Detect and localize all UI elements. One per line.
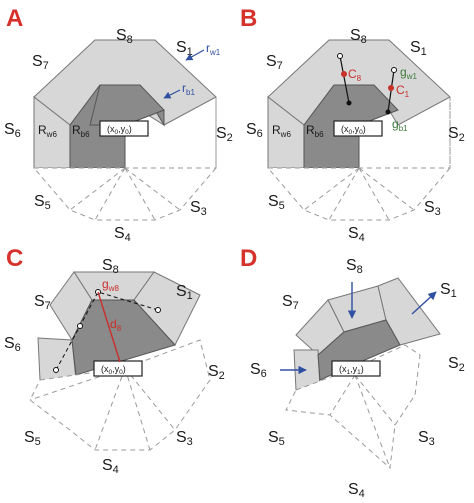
label-gb1-b: gb1: [392, 117, 408, 133]
sector-label-s6-d: S6: [250, 361, 267, 380]
outer-sector-s1-d: [377, 277, 441, 346]
sector-label-s2-d: S2: [448, 355, 465, 374]
dashed-lower-b: [266, 97, 451, 221]
path-point-1-c: [53, 367, 59, 373]
dashed-spoke-s4-left-a: [94, 167, 126, 221]
inner-ring-a: [89, 84, 165, 126]
panel-d: D (x1,y1) S8 S1 S7 S6 S2 S5 S3 S4: [240, 245, 465, 500]
sector-label-s7-b: S7: [266, 53, 283, 72]
dashed-spoke-s5-a: [69, 167, 126, 211]
center-label-d: (x1,y1): [339, 364, 364, 376]
endpoint-open-c1-b: [391, 67, 397, 73]
panel-b: B (x0,y0) S8 S1 S7 S6 S2 S5 S3 S4 Rw6 Rb…: [240, 5, 465, 244]
sector-label-s6-a: S6: [4, 121, 21, 140]
sector-label-s7-a: S7: [32, 53, 49, 72]
sector-label-s8-b: S8: [350, 27, 367, 46]
sector-label-s3-b: S3: [424, 199, 441, 218]
arrow-s1-outward-d: [411, 291, 437, 315]
sector-label-s4-d: S4: [348, 481, 365, 500]
centroid-c1-b: [388, 85, 394, 91]
label-gw1-b: gw1: [400, 65, 417, 81]
dashed-spoke-s3-a: [124, 167, 181, 211]
label-rb6-b: Rb6: [306, 123, 324, 139]
dashed-spoke-s4-left-b: [328, 167, 360, 221]
center-box-c: [93, 360, 143, 377]
panel-c: C (x0,y0) S8 S1 S7 S6 S2 S5 S3 S4 gw8 d8: [4, 245, 225, 476]
centroid-c8-b: [341, 71, 347, 77]
sector-label-s5-c: S5: [24, 429, 41, 448]
sector-label-s2-c: S2: [208, 363, 225, 382]
sector-label-s4-c: S4: [102, 457, 119, 476]
endpoint-filled-c8-b: [346, 100, 352, 106]
sector-label-s8-c: S8: [102, 257, 119, 276]
dashed-spoke-s4-left-c: [94, 367, 126, 451]
label-rb1-a: rb1: [182, 81, 195, 97]
center-label-b: (x0,y0): [341, 124, 366, 136]
sector-label-s2-b: S2: [448, 125, 465, 144]
sector-label-s7-c: S7: [34, 293, 51, 312]
panel-letter-b: B: [240, 5, 257, 32]
sector-label-s3-c: S3: [176, 429, 193, 448]
path-point-2-c: [77, 323, 83, 329]
center-box-a: [99, 120, 149, 137]
dashed-path-c: [55, 291, 159, 371]
center-label-a: (x0,y0): [107, 124, 132, 136]
arrow-rb1-a: [163, 89, 181, 99]
sector-label-s5-d: S5: [268, 429, 285, 448]
label-c1-b: C1: [396, 83, 410, 99]
center-box-d: [331, 360, 381, 377]
label-rb6-a: Rb6: [72, 123, 90, 139]
sector-label-s5-a: S5: [34, 193, 51, 212]
dashed-spoke-s4-right-b: [358, 167, 390, 221]
dashed-spoke-s3-b: [358, 167, 415, 211]
sector-label-s3-d: S3: [418, 429, 435, 448]
sector-label-s1-a: S1: [176, 39, 193, 58]
sector-label-s4-a: S4: [114, 225, 131, 244]
sector-label-s1-c: S1: [176, 283, 193, 302]
sector-label-s1-d: S1: [440, 281, 457, 300]
label-rw6-b: Rw6: [272, 123, 291, 139]
path-point-4-c: [155, 307, 161, 313]
inner-dark-region-c: [71, 299, 176, 376]
dashed-spoke-s5-b: [303, 167, 360, 211]
gradient-line-c8-b: [339, 55, 350, 104]
sector-label-s8-d: S8: [346, 257, 363, 276]
center-label-c: (x0,y0): [101, 364, 126, 376]
dashed-spoke-s5-c: [29, 367, 126, 401]
endpoint-filled-c1-b: [385, 109, 391, 115]
dashed-spoke-s3-d: [354, 374, 396, 426]
label-d8-c: d8: [110, 317, 122, 333]
endpoint-open-c8-b: [337, 53, 343, 59]
sector-label-s8-a: S8: [116, 27, 133, 46]
sector-label-s5-b: S5: [268, 193, 285, 212]
arrow-rw1-a: [185, 49, 205, 61]
dashed-spoke-s4-right-a: [124, 167, 156, 221]
dashed-spoke-s4-left-d: [329, 374, 356, 416]
dashed-spoke-s3-c: [124, 367, 176, 431]
panel-letter-c: C: [6, 245, 23, 272]
panel-a: A (x0,y0) S8 S1 S7 S6 S2 S5 S3 S4 Rw6 Rb…: [4, 5, 233, 244]
label-rw1-a: rw1: [206, 41, 221, 57]
sector-label-s6-b: S6: [246, 121, 263, 140]
dashed-spoke-s4-right-d: [354, 374, 391, 469]
distance-line-d8-c: [97, 291, 121, 363]
label-rw6-a: Rw6: [38, 123, 57, 139]
sector-label-s4-b: S4: [348, 225, 365, 244]
panel-letter-a: A: [6, 5, 23, 32]
sector-label-s7-d: S7: [282, 293, 299, 312]
panel-letter-d: D: [240, 245, 257, 272]
sector-label-s2-a: S2: [216, 125, 233, 144]
sector-label-s1-b: S1: [410, 39, 427, 58]
label-c8-b: C8: [348, 67, 362, 83]
dashed-lower-d: [285, 344, 421, 470]
sector-label-s3-a: S3: [190, 199, 207, 218]
sector-label-s6-c: S6: [4, 335, 21, 354]
dashed-lower-c: [29, 339, 211, 451]
center-box-b: [333, 120, 383, 137]
label-gw8-c: gw8: [102, 277, 119, 293]
